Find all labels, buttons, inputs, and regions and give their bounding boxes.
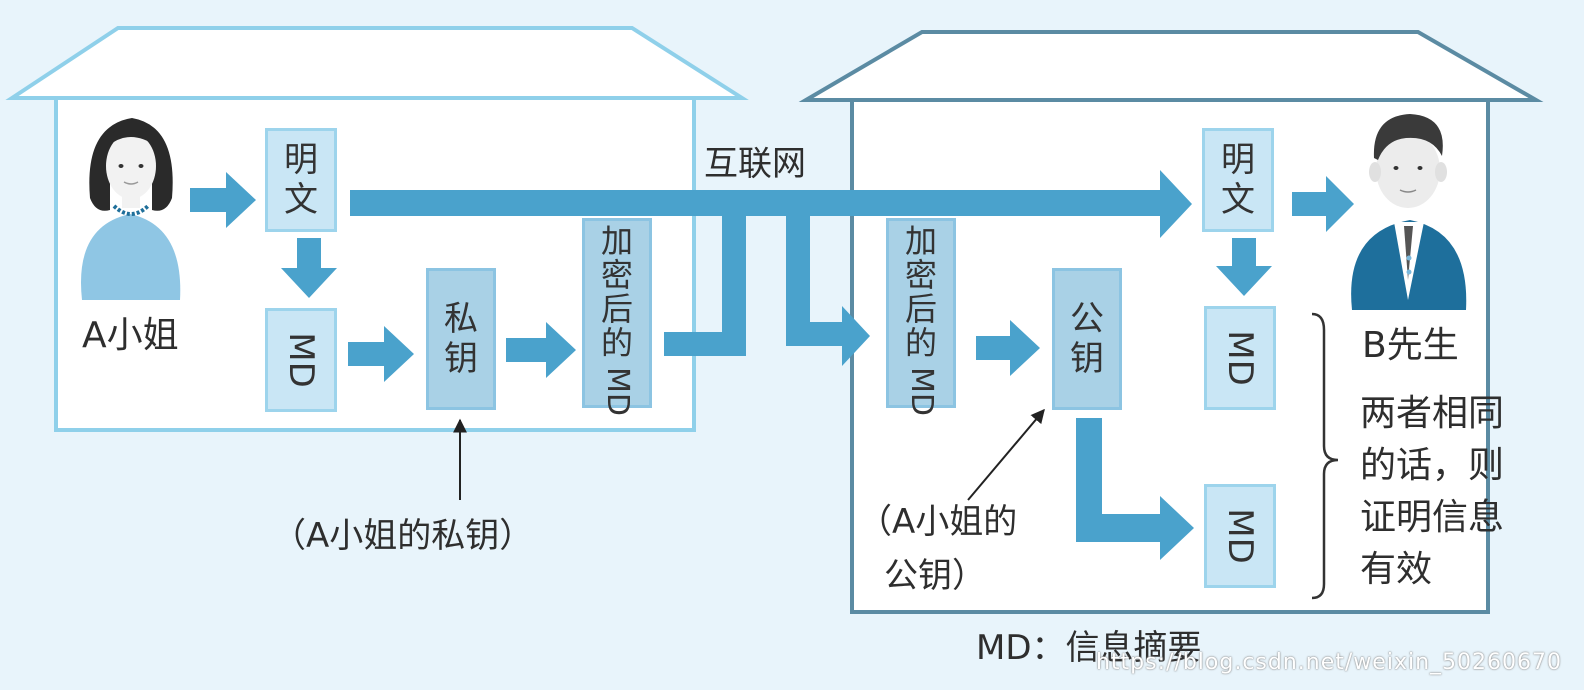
public-key-note-line2: 公钥）	[884, 556, 986, 596]
encrypted-md-suffix-a: MD	[599, 366, 635, 416]
public-key-box: 公钥	[1052, 268, 1122, 410]
house-b-roof	[798, 30, 1544, 102]
arrow-plaintext-over-internet	[350, 170, 1192, 238]
encrypted-md-text-b: 加密后的	[904, 221, 937, 362]
person-b-label: B先生	[1362, 325, 1459, 366]
arrow-encrypted-to-publickey	[976, 320, 1040, 376]
legend-md-definition: MD：信息摘要	[976, 628, 1202, 668]
digest-label-a: MD	[280, 332, 321, 388]
conclusion-line-4: 有效	[1360, 549, 1433, 590]
conclusion-line-1: 两者相同	[1360, 393, 1505, 434]
digest-box-b-top: MD	[1204, 306, 1276, 410]
arrow-publickey-to-md	[1076, 418, 1194, 560]
encrypted-md-suffix-b: MD	[903, 366, 939, 416]
arrow-plaintext-to-md-b	[1216, 238, 1272, 296]
watermark: https://blog.csdn.net/weixin_50260670	[1095, 650, 1562, 675]
comparison-bracket	[1311, 312, 1339, 600]
person-a-label: A小姐	[82, 315, 179, 356]
private-key-note: （A小姐的私钥）	[272, 516, 534, 556]
plaintext-box-b: 明文	[1202, 128, 1274, 232]
encrypted-md-text-a: 加密后的	[600, 221, 633, 362]
conclusion-line-2: 的话，则	[1360, 445, 1505, 486]
digest-label-b-bottom: MD	[1219, 508, 1260, 564]
plaintext-label-b: 明文	[1221, 140, 1255, 220]
public-key-note-line1: （A小姐的	[858, 502, 1018, 542]
flow-arrows	[190, 170, 1354, 560]
arrow-internet-to-encrypted-md	[786, 206, 870, 366]
digest-label-b-top: MD	[1219, 330, 1260, 386]
encrypted-md-box-a: 加密后的 MD	[582, 218, 652, 415]
conclusion-line-3: 证明信息	[1360, 497, 1505, 538]
public-key-label: 公钥	[1070, 299, 1104, 379]
internet-label: 互联网	[704, 144, 806, 184]
plaintext-label-a: 明文	[284, 140, 318, 220]
private-key-box: 私钥	[426, 268, 496, 410]
arrow-encrypted-md-out	[664, 206, 746, 356]
arrow-woman-to-plaintext	[190, 172, 256, 228]
man-avatar-icon	[1351, 114, 1467, 310]
arrow-privatekey-to-encrypted	[506, 322, 576, 378]
woman-avatar-icon	[81, 118, 181, 300]
pointer-public-key	[967, 408, 1045, 501]
private-key-label: 私钥	[444, 299, 478, 379]
house-a-roof	[5, 26, 749, 100]
arrow-plaintext-to-man	[1292, 176, 1354, 232]
arrow-plaintext-to-md	[281, 238, 337, 298]
plaintext-box-a: 明文	[265, 128, 337, 232]
encrypted-md-box-b: 加密后的 MD	[886, 218, 956, 415]
digest-box-a: MD	[265, 308, 337, 412]
arrow-md-to-privatekey	[348, 326, 414, 382]
digest-box-b-bottom: MD	[1204, 484, 1276, 588]
